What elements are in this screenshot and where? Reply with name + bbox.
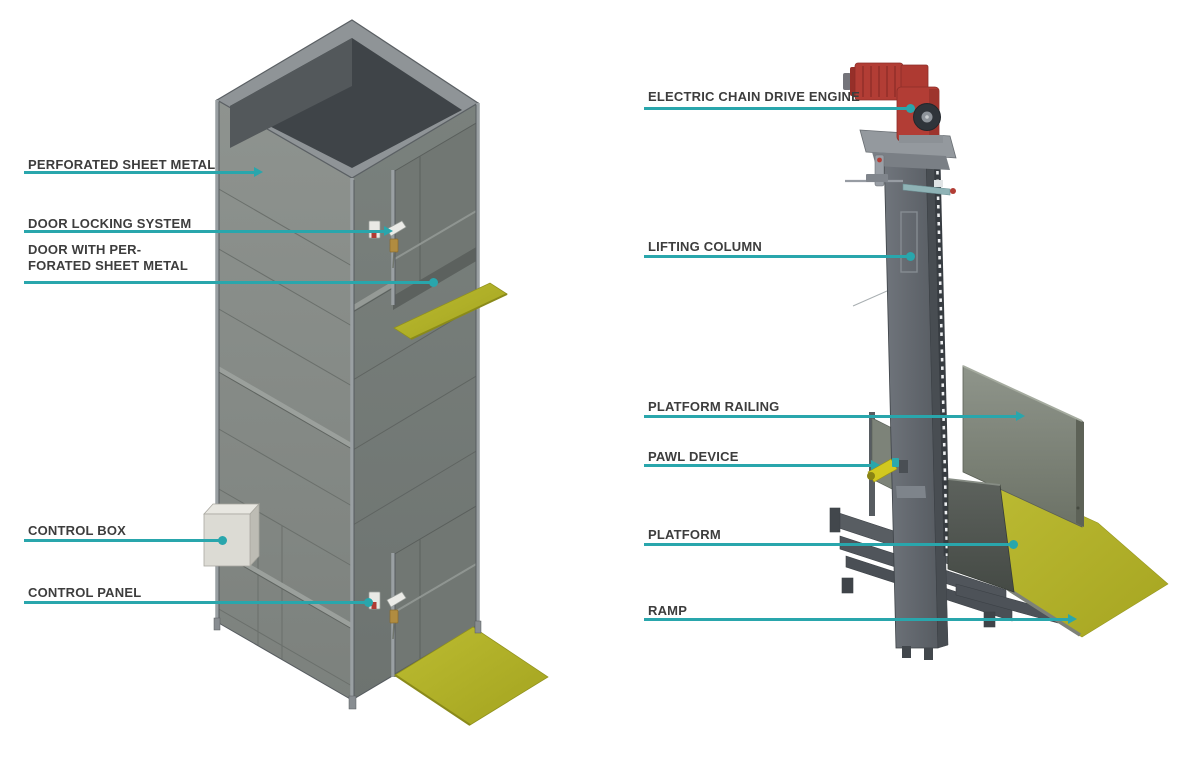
label-text: ELECTRIC CHAIN DRIVE ENGINE	[648, 89, 860, 104]
leader-line	[24, 281, 433, 284]
arrow-endpoint	[1068, 614, 1077, 624]
leader-line	[644, 543, 1013, 546]
label-electric-chain-drive-engine: ELECTRIC CHAIN DRIVE ENGINE	[648, 89, 860, 105]
control-box	[203, 502, 260, 568]
platform-railing-panel	[962, 365, 1084, 528]
column-access-panel	[900, 211, 918, 273]
label-text: PLATFORM RAILING	[648, 399, 780, 414]
column-feet	[902, 646, 933, 660]
dot-endpoint	[1009, 540, 1018, 549]
leader-line	[644, 618, 1068, 621]
tower-bottom-ramp	[394, 626, 549, 726]
tower-interior	[230, 38, 462, 168]
tower-interior-left-wall	[230, 38, 352, 148]
tower-left-face-rails	[216, 187, 353, 687]
dot-endpoint	[906, 252, 915, 261]
tower-left-face	[216, 99, 353, 701]
label-lifting-column: LIFTING COLUMN	[648, 239, 762, 255]
tower-middle-door-rail	[392, 209, 479, 261]
platform-curb	[1007, 587, 1081, 637]
dot-endpoint	[218, 536, 227, 545]
label-text: PLATFORM	[648, 527, 721, 542]
leader-line	[24, 539, 222, 542]
label-door-locking-system: DOOR LOCKING SYSTEM	[28, 216, 191, 232]
chain-drive-motor	[843, 62, 943, 143]
leader-line	[644, 415, 1016, 418]
label-text: CONTROL BOX	[28, 523, 127, 538]
label-text: RAMP	[648, 603, 688, 618]
leader-line	[644, 107, 910, 110]
dot-endpoint	[429, 278, 438, 287]
label-pawl-device: PAWL DEVICE	[648, 449, 739, 465]
dot-endpoint	[906, 104, 915, 113]
platform-side-wall	[947, 478, 1015, 593]
label-door-with-perforated-sheet-metal: DOOR WITH PER- FORATED SHEET METAL	[28, 242, 188, 274]
leader-line	[24, 601, 368, 604]
label-text: LIFTING COLUMN	[648, 239, 763, 254]
pawl-device	[867, 458, 908, 483]
tower-figure	[203, 19, 549, 726]
label-text-line2: FORATED SHEET METAL	[28, 258, 189, 273]
label-text: CONTROL PANEL	[28, 585, 142, 600]
tower-feet	[213, 617, 482, 710]
arrow-endpoint	[254, 167, 263, 177]
tower-bottom-door-rail	[392, 562, 479, 614]
column-label-band	[896, 486, 926, 498]
drive-chain	[933, 153, 951, 557]
label-control-box: CONTROL BOX	[28, 523, 126, 539]
label-perforated-sheet-metal: PERFORATED SHEET METAL	[28, 157, 215, 173]
arrow-endpoint	[1016, 411, 1025, 421]
label-control-panel: CONTROL PANEL	[28, 585, 141, 601]
label-platform-railing: PLATFORM RAILING	[648, 399, 780, 415]
label-platform: PLATFORM	[648, 527, 721, 543]
label-text: PAWL DEVICE	[648, 449, 739, 464]
crossbar-fitting	[902, 180, 956, 196]
tower-middle-ramp	[393, 282, 508, 340]
leader-line	[24, 171, 254, 174]
leader-line	[24, 230, 384, 233]
dot-endpoint	[364, 598, 373, 607]
arrow-endpoint	[384, 226, 393, 236]
leader-line	[644, 255, 910, 258]
label-text: DOOR LOCKING SYSTEM	[28, 216, 192, 231]
arrow-endpoint	[871, 460, 880, 470]
lift-figure	[829, 62, 1169, 660]
label-ramp: RAMP	[648, 603, 687, 619]
leader-line	[644, 464, 871, 467]
column-cap	[859, 129, 957, 170]
limit-switch-bracket	[845, 154, 903, 187]
label-text-line1: DOOR WITH PER-	[28, 242, 142, 257]
label-text: PERFORATED SHEET METAL	[28, 157, 216, 172]
